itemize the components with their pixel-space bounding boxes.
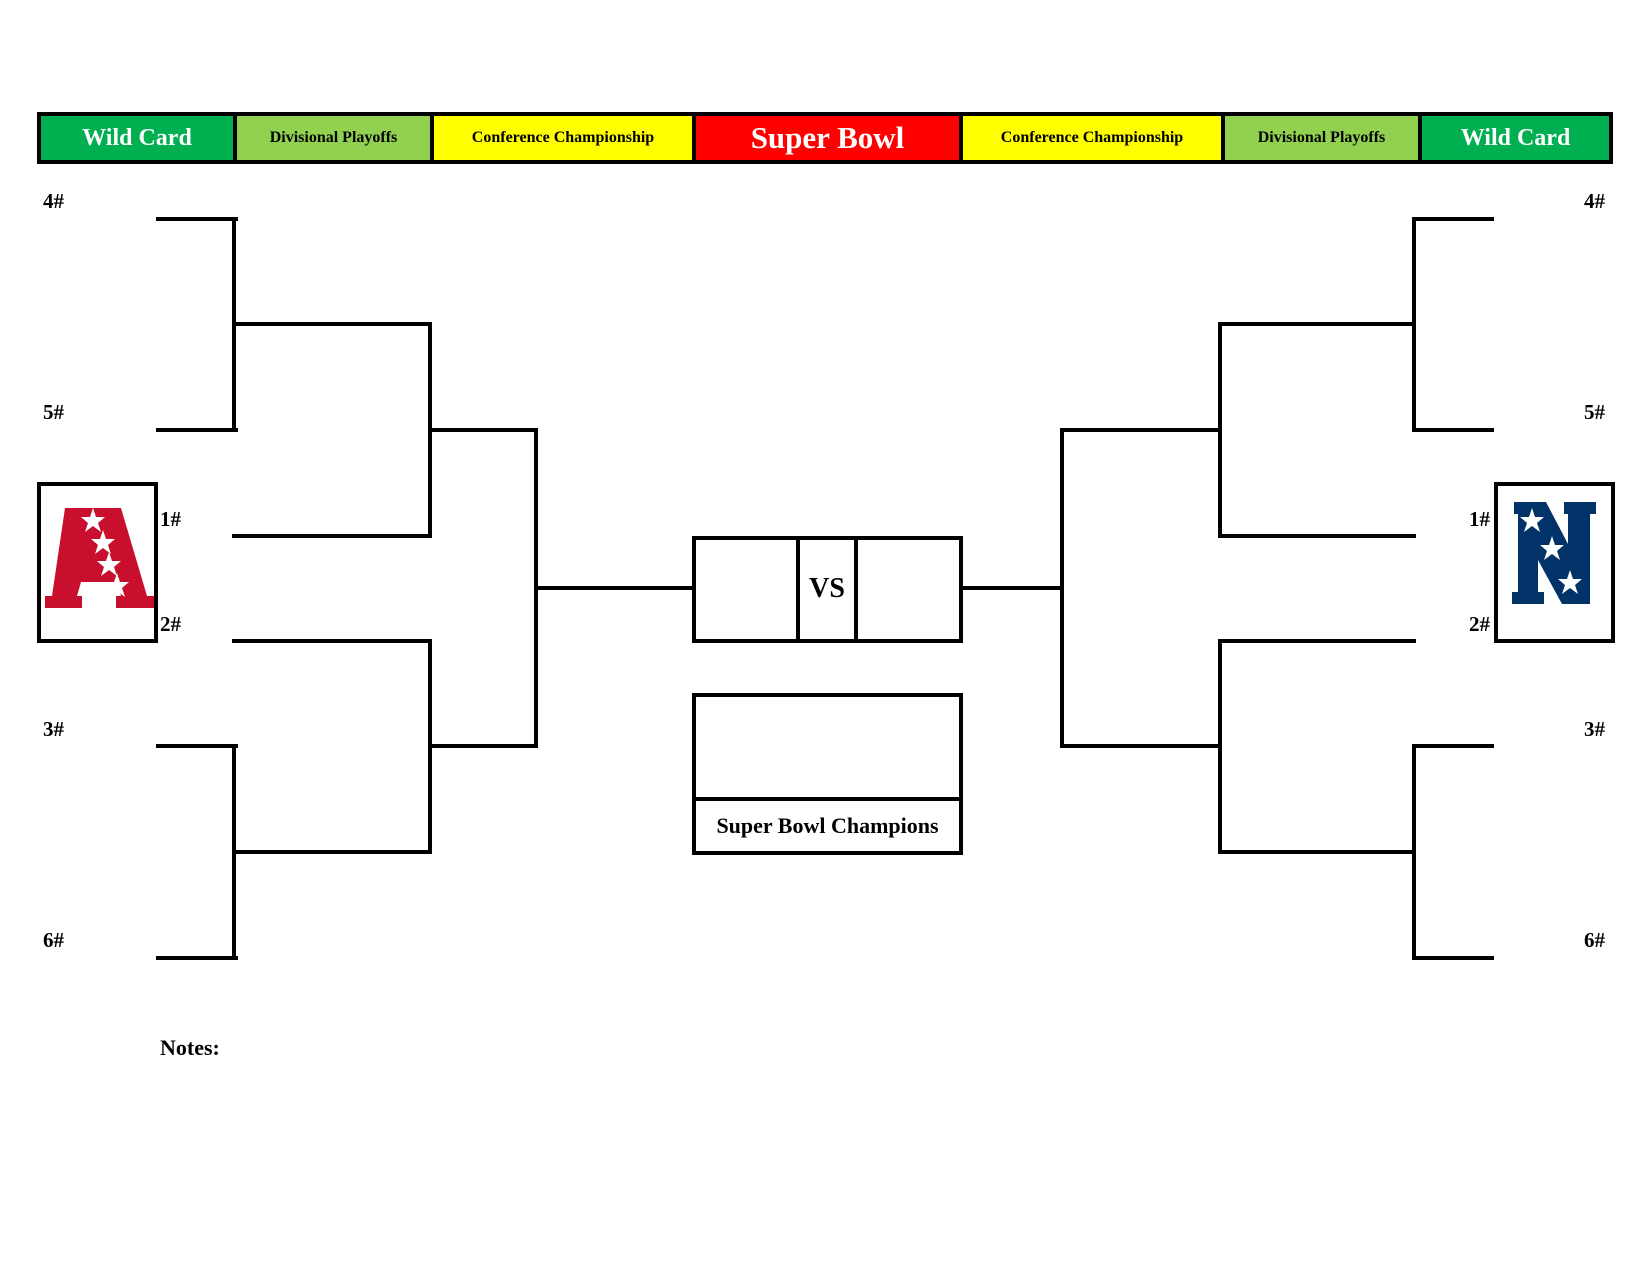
left-seed-5: 5# xyxy=(43,400,64,424)
nfc-logo-icon xyxy=(1494,482,1615,643)
header-wild-card-right: Wild Card xyxy=(1418,112,1613,164)
champions-box: Super Bowl Champions xyxy=(692,693,963,855)
notes-label: Notes: xyxy=(160,1035,220,1060)
right-seed-3: 3# xyxy=(1584,717,1605,741)
right-seed-5: 5# xyxy=(1584,400,1605,424)
left-seed-6: 6# xyxy=(43,928,64,952)
header-conference-left: Conference Championship xyxy=(430,112,696,164)
left-wc-top-line-a xyxy=(156,217,238,221)
matchup-divider-left xyxy=(796,540,800,639)
left-wc-bottom-line-b xyxy=(156,956,238,960)
left-seed-2: 2# xyxy=(160,612,181,636)
header-wild-card-left: Wild Card xyxy=(37,112,237,164)
vs-label: VS xyxy=(809,573,845,604)
header-divisional-right: Divisional Playoffs xyxy=(1221,112,1422,164)
matchup-divider-right xyxy=(854,540,858,639)
right-seed-2: 2# xyxy=(1469,612,1490,636)
nfc-team-slot[interactable] xyxy=(858,540,959,639)
right-wc-bottom-line-b xyxy=(1412,956,1494,960)
right-div-top-line xyxy=(1218,322,1416,326)
left-div-bye-line-1 xyxy=(232,534,432,538)
left-div-bottom-line xyxy=(232,850,432,854)
champion-slot[interactable] xyxy=(696,697,959,797)
left-conf-bottom-line xyxy=(428,744,538,748)
champions-divider xyxy=(696,797,959,801)
right-wc-bottom-connector xyxy=(1412,744,1416,960)
right-div-bye-line-1 xyxy=(1218,534,1416,538)
left-seed-4: 4# xyxy=(43,189,64,213)
left-wc-bottom-line-a xyxy=(156,744,238,748)
left-conf-top-line xyxy=(428,428,538,432)
right-conf-bottom-line xyxy=(1060,744,1222,748)
left-wc-bottom-connector xyxy=(232,744,236,960)
left-seed-3: 3# xyxy=(43,717,64,741)
left-wc-top-line-b xyxy=(156,428,238,432)
right-wc-bottom-line-a xyxy=(1412,744,1494,748)
right-conf-top-line xyxy=(1060,428,1222,432)
afc-logo-icon xyxy=(37,482,158,643)
header-divisional-left: Divisional Playoffs xyxy=(233,112,434,164)
header-conference-right: Conference Championship xyxy=(959,112,1225,164)
left-seed-1: 1# xyxy=(160,507,181,531)
left-to-super-bowl-line xyxy=(534,586,692,590)
right-seed-4: 4# xyxy=(1584,189,1605,213)
right-seed-6: 6# xyxy=(1584,928,1605,952)
right-wc-top-line-b xyxy=(1412,428,1494,432)
right-seed-1: 1# xyxy=(1469,507,1490,531)
champions-label: Super Bowl Champions xyxy=(716,813,939,838)
left-div-top-line xyxy=(232,322,432,326)
right-to-super-bowl-line xyxy=(959,586,1064,590)
right-div-bottom-line xyxy=(1218,850,1416,854)
right-div-bye-line-2 xyxy=(1218,639,1416,643)
super-bowl-matchup-box: VS xyxy=(692,536,963,643)
afc-team-slot[interactable] xyxy=(696,540,796,639)
header-super-bowl: Super Bowl xyxy=(692,112,963,164)
left-div-bye-line-2 xyxy=(232,639,432,643)
right-wc-top-line-a xyxy=(1412,217,1494,221)
